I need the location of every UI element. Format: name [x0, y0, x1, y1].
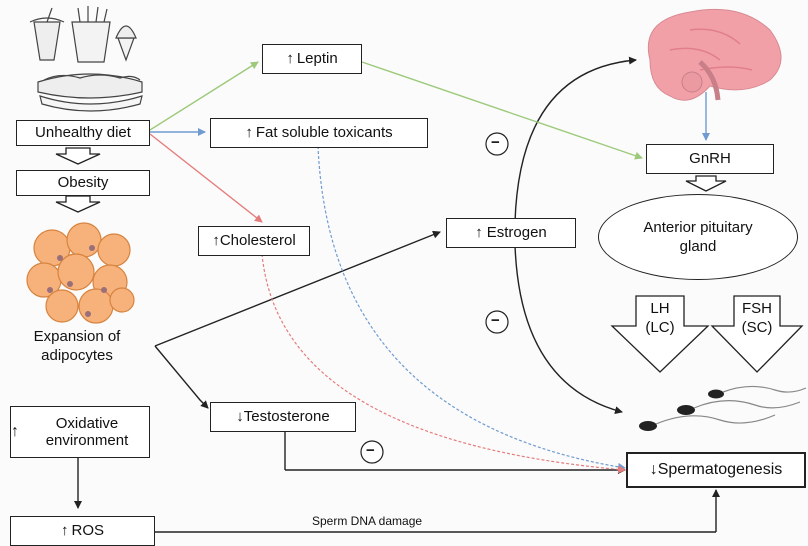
up-arrow-icon: ↑	[212, 232, 220, 250]
spermatogenesis-label: Spermatogenesis	[657, 460, 783, 478]
sperm-dna-damage-label: Sperm DNA damage	[312, 514, 423, 528]
up-arrow-icon: ↑	[11, 422, 19, 440]
up-arrow-icon: ↑	[60, 522, 69, 540]
estrogen-box: ↑ Estrogen	[446, 218, 576, 248]
expansion-adipocytes-label: Expansion of adipocytes	[33, 328, 121, 364]
unhealthy-diet-box: Unhealthy diet	[16, 120, 150, 146]
estrogen-label: Estrogen	[486, 224, 547, 242]
oxidative-environment-box: ↑ Oxidative environment	[10, 406, 150, 458]
unhealthy-diet-label: Unhealthy diet	[35, 124, 131, 142]
fsh-arrow-shape	[710, 295, 804, 373]
fat-soluble-toxicants-box: ↑ Fat soluble toxicants	[210, 118, 428, 148]
ros-label: ROS	[71, 522, 104, 540]
obesity-box: Obesity	[16, 170, 150, 196]
gnrh-box: GnRH	[646, 144, 774, 174]
testosterone-label: Testosterone	[243, 408, 330, 426]
brain-icon	[647, 8, 782, 101]
down-arrow-icon: ↓	[236, 408, 244, 426]
lh-arrow-shape	[610, 295, 710, 373]
inhibition-sign-testosterone: −	[366, 442, 375, 459]
leptin-box: ↑ Leptin	[262, 44, 362, 74]
up-arrow-icon: ↑	[245, 124, 253, 142]
leptin-label: Leptin	[296, 50, 338, 68]
inhibition-sign-estrogen-brain: −	[491, 134, 500, 151]
up-arrow-icon: ↑	[286, 50, 294, 68]
ros-box: ↑ ROS	[10, 516, 155, 546]
sperm-icon	[639, 385, 807, 431]
testosterone-box: ↓ Testosterone	[210, 402, 356, 432]
up-arrow-icon: ↑	[475, 224, 483, 242]
cholesterol-box: ↑ Cholesterol	[198, 226, 310, 256]
fsh-label: FSH (SC)	[741, 300, 773, 336]
adipocytes-icon	[26, 222, 135, 324]
anterior-pituitary-label: Anterior pituitary gland	[643, 218, 753, 256]
spermatogenesis-box: ↓ Spermatogenesis	[626, 452, 806, 488]
fat-soluble-toxicants-label: Fat soluble toxicants	[255, 124, 393, 142]
inhibition-sign-estrogen-sperm: −	[491, 312, 500, 329]
lh-label: LH (LC)	[645, 300, 675, 336]
oxidative-environment-label: Oxidative environment	[45, 414, 129, 449]
gnrh-label: GnRH	[689, 150, 731, 168]
down-arrow-icon: ↓	[649, 460, 658, 478]
fast-food-icon	[29, 6, 143, 112]
cholesterol-label: Cholesterol	[219, 232, 296, 250]
obesity-label: Obesity	[57, 174, 109, 192]
anterior-pituitary-ellipse: Anterior pituitary gland	[598, 194, 798, 280]
